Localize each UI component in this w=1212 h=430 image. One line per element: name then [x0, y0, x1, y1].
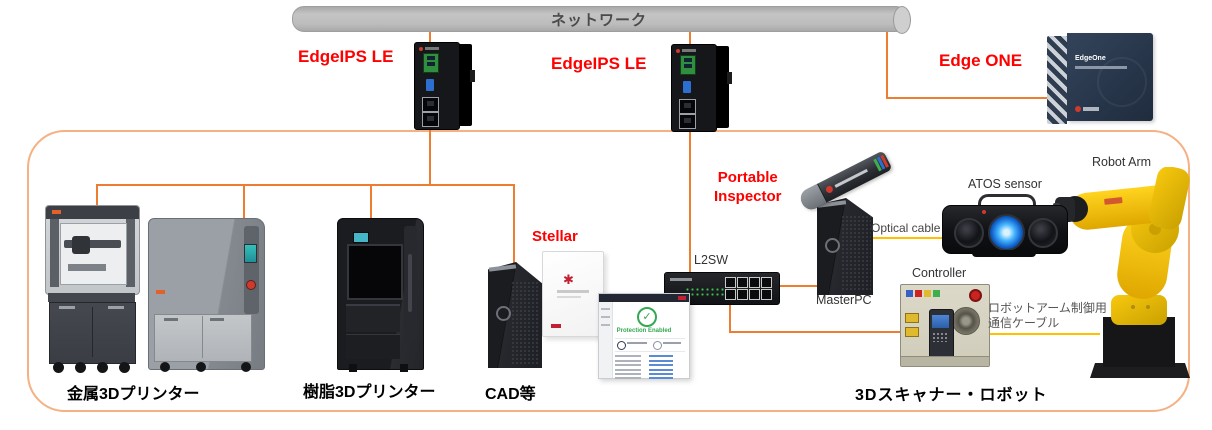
brand-logo-icon [824, 184, 835, 195]
metal-3d-printer-2-image [148, 218, 265, 372]
atos-sensor-label: ATOS sensor [968, 177, 1042, 191]
brand-logo-icon [1075, 106, 1081, 112]
edgeips-center-label: EdgeIPS LE [551, 54, 647, 73]
ethernet-port-icon [422, 97, 439, 112]
portable-inspector-usb-image [795, 149, 899, 213]
ethernet-port-icon [679, 99, 696, 114]
connection-drop-metal-printer-2 [243, 184, 245, 220]
edgeone-box-image: EdgeOne [1047, 33, 1157, 124]
led-indicators-icon [685, 287, 725, 297]
robot-arm-image [1053, 167, 1190, 378]
emergency-button-icon [246, 280, 256, 290]
atos-sensor-image [942, 194, 1068, 258]
metal-3d-printer-1-image [45, 205, 140, 373]
cad-label: CAD等 [485, 386, 536, 403]
stellar-ui-sidebar [599, 302, 613, 378]
factory-zone-boundary [27, 130, 1190, 412]
metal-printer-label: 金属3Dプリンター [67, 386, 200, 403]
edgeips-left-device [414, 42, 475, 130]
stellar-label: Stellar [532, 228, 578, 245]
box-spine [1047, 36, 1067, 124]
carry-handle-icon [978, 194, 1036, 213]
optical-cable-label: Optical cable [871, 221, 941, 235]
connection-line-l2sw-controller [729, 331, 900, 333]
robot-arm-label: Robot Arm [1092, 155, 1152, 169]
network-label: ネットワーク [550, 12, 647, 29]
stellar-ui-header [599, 294, 689, 302]
indicator-lights-icon [906, 290, 942, 297]
connection-line-edgeips-center-l2sw [689, 28, 691, 273]
network-bus [292, 6, 908, 32]
l2sw-switch-image [664, 272, 780, 305]
l2sw-label: L2SW [694, 253, 729, 267]
masterpc-label: MasterPC [816, 293, 872, 307]
terminal-block-icon [423, 53, 439, 73]
protection-status-text: Protection Enabled [616, 328, 672, 334]
portable-inspector-label: Portable Inspector [714, 169, 782, 205]
stellar-logo-icon: ✱ [563, 272, 574, 287]
usb-port-icon [426, 79, 434, 91]
usb-port-icon [683, 81, 691, 93]
connection-line-edgeone-horizontal [886, 97, 1049, 99]
stellar-ui-info-rows [615, 353, 685, 380]
status-led-icon [676, 49, 680, 53]
edgeone-label: Edge ONE [939, 51, 1023, 70]
connection-drop-resin-printer [370, 184, 372, 219]
status-led-icon [419, 47, 423, 51]
printer-screen-icon [353, 232, 369, 243]
optical-cable-line [864, 237, 944, 239]
camera-lens-icon [1028, 218, 1058, 248]
resin-3d-printer-image [337, 218, 424, 372]
projector-lens-icon [988, 214, 1025, 251]
network-bus-end-cap [893, 6, 911, 34]
connection-drop-cad [513, 184, 515, 263]
connection-line-edgeone-vertical [886, 28, 888, 99]
connection-drop-metal-printer-1 [96, 184, 98, 208]
check-icon: ✓ [637, 307, 657, 327]
robot-control-cable-line [986, 333, 1100, 335]
pc-logo-icon [496, 306, 511, 321]
emergency-stop-icon [969, 289, 982, 302]
connection-line-l2sw-down [729, 303, 731, 333]
pc-logo-icon [825, 238, 840, 253]
ethernet-ports-icon [725, 277, 773, 300]
connection-line-l2sw-masterpc [778, 285, 820, 287]
edgeips-center-device [671, 44, 732, 132]
stellar-ui-screenshot: ✓ Protection Enabled [598, 293, 690, 380]
stellar-box-image: ✱ [542, 251, 604, 337]
ethernet-port-icon [679, 114, 696, 129]
scanner-robot-group-label: 3Dスキャナー・ロボット [855, 387, 1048, 404]
controller-label: Controller [912, 266, 967, 280]
brand-logo-icon [678, 296, 686, 300]
edgeone-box-title: EdgeOne [1075, 55, 1106, 62]
fan-vent-icon [952, 307, 980, 335]
status-led-icon [982, 210, 986, 214]
masterpc-image [817, 198, 873, 295]
resin-printer-label: 樹脂3Dプリンター [303, 384, 436, 401]
robot-controller-image [900, 284, 990, 367]
ethernet-port-icon [422, 112, 439, 127]
connection-line-printer-bus [96, 184, 515, 186]
cad-workstation-image [488, 262, 542, 368]
robot-cable-label: ロボットアーム制御用 通信ケーブル [988, 301, 1107, 330]
printer-screen-icon [244, 244, 257, 263]
edgeips-left-label: EdgeIPS LE [298, 47, 394, 66]
terminal-block-icon [680, 55, 696, 75]
camera-lens-icon [954, 218, 984, 248]
